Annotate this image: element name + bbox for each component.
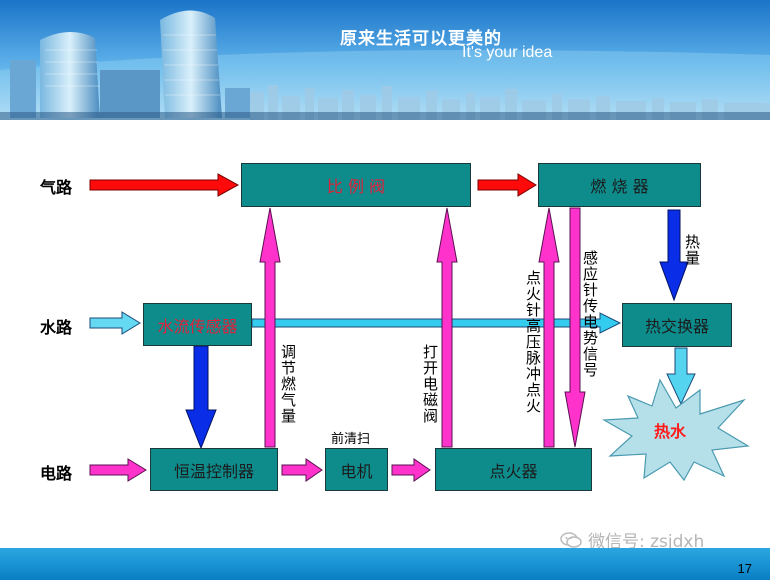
proportional-valve-box: 比 例 阀 [241,163,471,207]
heat-exchanger-box: 热交换器 [622,303,732,347]
wechat-icon [560,531,582,548]
slogan-chinese: 原来生活可以更美的 [340,29,502,49]
row-label-power: 电路 [40,464,73,483]
label-open-solenoid: 打开电磁阀 [421,344,439,424]
row-label-gas: 气路 [40,178,73,197]
page-number: 17 [737,561,752,576]
header-banner: 原来生活可以更美的 It's your idea [0,0,770,120]
signal-arrow-sensor-to-controller [185,345,217,450]
water-arrow-to-sensor [89,311,141,335]
thermostat-controller-box: 恒温控制器 [150,448,278,491]
hotwater-label: 热水 [654,422,687,441]
control-arrow-open-solenoid [436,207,458,448]
city-skyline-banner [0,0,770,120]
label-sensing-needle: 感应针传电势信号 [581,250,599,378]
power-arrow-to-motor [281,458,323,482]
motor-box: 电机 [325,448,388,491]
row-label-water: 水路 [40,318,73,337]
label-ignition-needle: 点火针高压脉冲点火 [524,270,542,414]
slogan-english: It's your idea [462,44,553,61]
water-arrow-to-exchanger [251,312,622,334]
power-arrow-to-controller [89,458,147,482]
footer-bar [0,548,770,580]
label-heat: 热量 [683,234,701,266]
gas-arrow-to-burner [477,173,537,197]
power-arrow-to-igniter [391,458,431,482]
arrow-exchanger-to-hotwater [666,347,696,406]
control-arrow-ignition [538,207,560,448]
hotwater-burst-shape [601,378,750,482]
control-arrow-adjust-gas [259,207,281,448]
control-arrow-sensing-signal [564,207,586,448]
watermark-text: 微信号: zsjdxh [588,532,705,552]
igniter-box: 点火器 [435,448,592,491]
burner-box: 燃 烧 器 [538,163,701,207]
flow-sensor-box: 水流传感器 [143,303,252,346]
wechat-watermark: 微信号: zsjdxh [560,527,704,552]
gas-arrow-to-valve [89,173,240,197]
label-pre-purge: 前清扫 [331,432,371,447]
label-adjust-gas: 调节燃气量 [279,344,297,424]
heat-arrow-burner-to-exchanger [659,209,689,302]
